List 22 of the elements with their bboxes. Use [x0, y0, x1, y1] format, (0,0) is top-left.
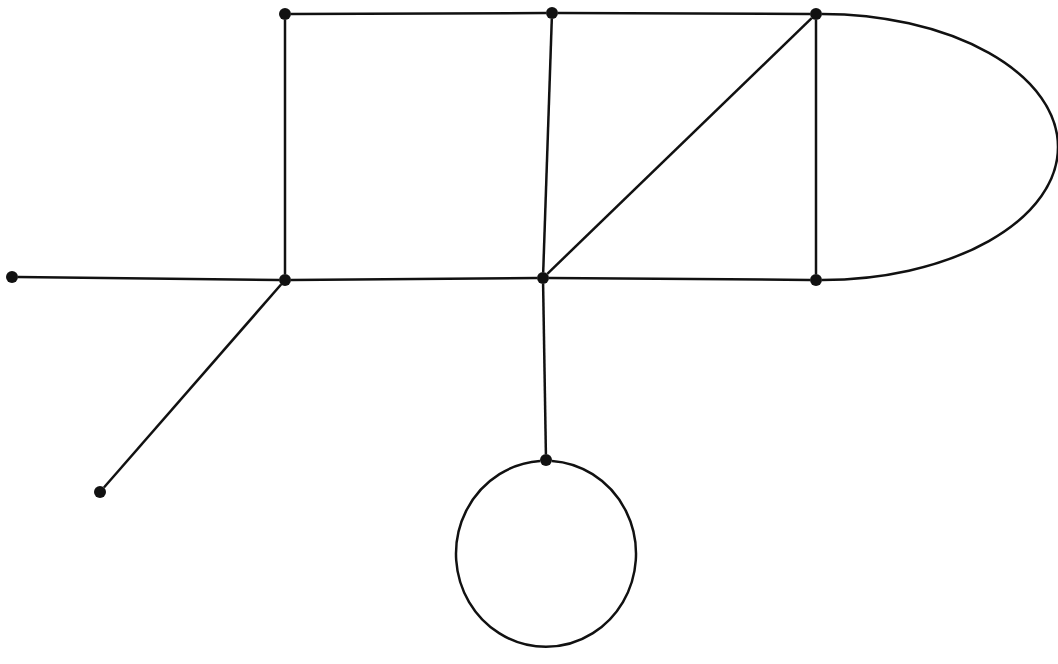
- graph-vertex: [94, 486, 106, 498]
- graph-edge: [814, 20, 818, 274]
- graph-vertex: [279, 274, 291, 286]
- graph-edge: [103, 283, 282, 489]
- graph-vertex: [279, 8, 291, 20]
- graph-edge: [283, 20, 287, 274]
- graph-edge: [821, 12, 1058, 282]
- graph-vertex: [810, 274, 822, 286]
- graph-edge: [291, 11, 546, 16]
- graph-edge: [454, 459, 638, 648]
- graph-edge: [291, 276, 537, 282]
- graph-vertex: [537, 272, 549, 284]
- graph-edge: [541, 18, 554, 273]
- graph-edge: [546, 17, 813, 275]
- graph-vertex: [540, 454, 552, 466]
- graph-edge: [558, 11, 810, 16]
- graph-vertex: [810, 8, 822, 20]
- graph-vertex: [546, 7, 558, 19]
- graph-edge: [549, 276, 810, 282]
- graph-edge: [18, 275, 279, 282]
- graph-vertex: [6, 271, 18, 283]
- graph-edge: [541, 283, 548, 455]
